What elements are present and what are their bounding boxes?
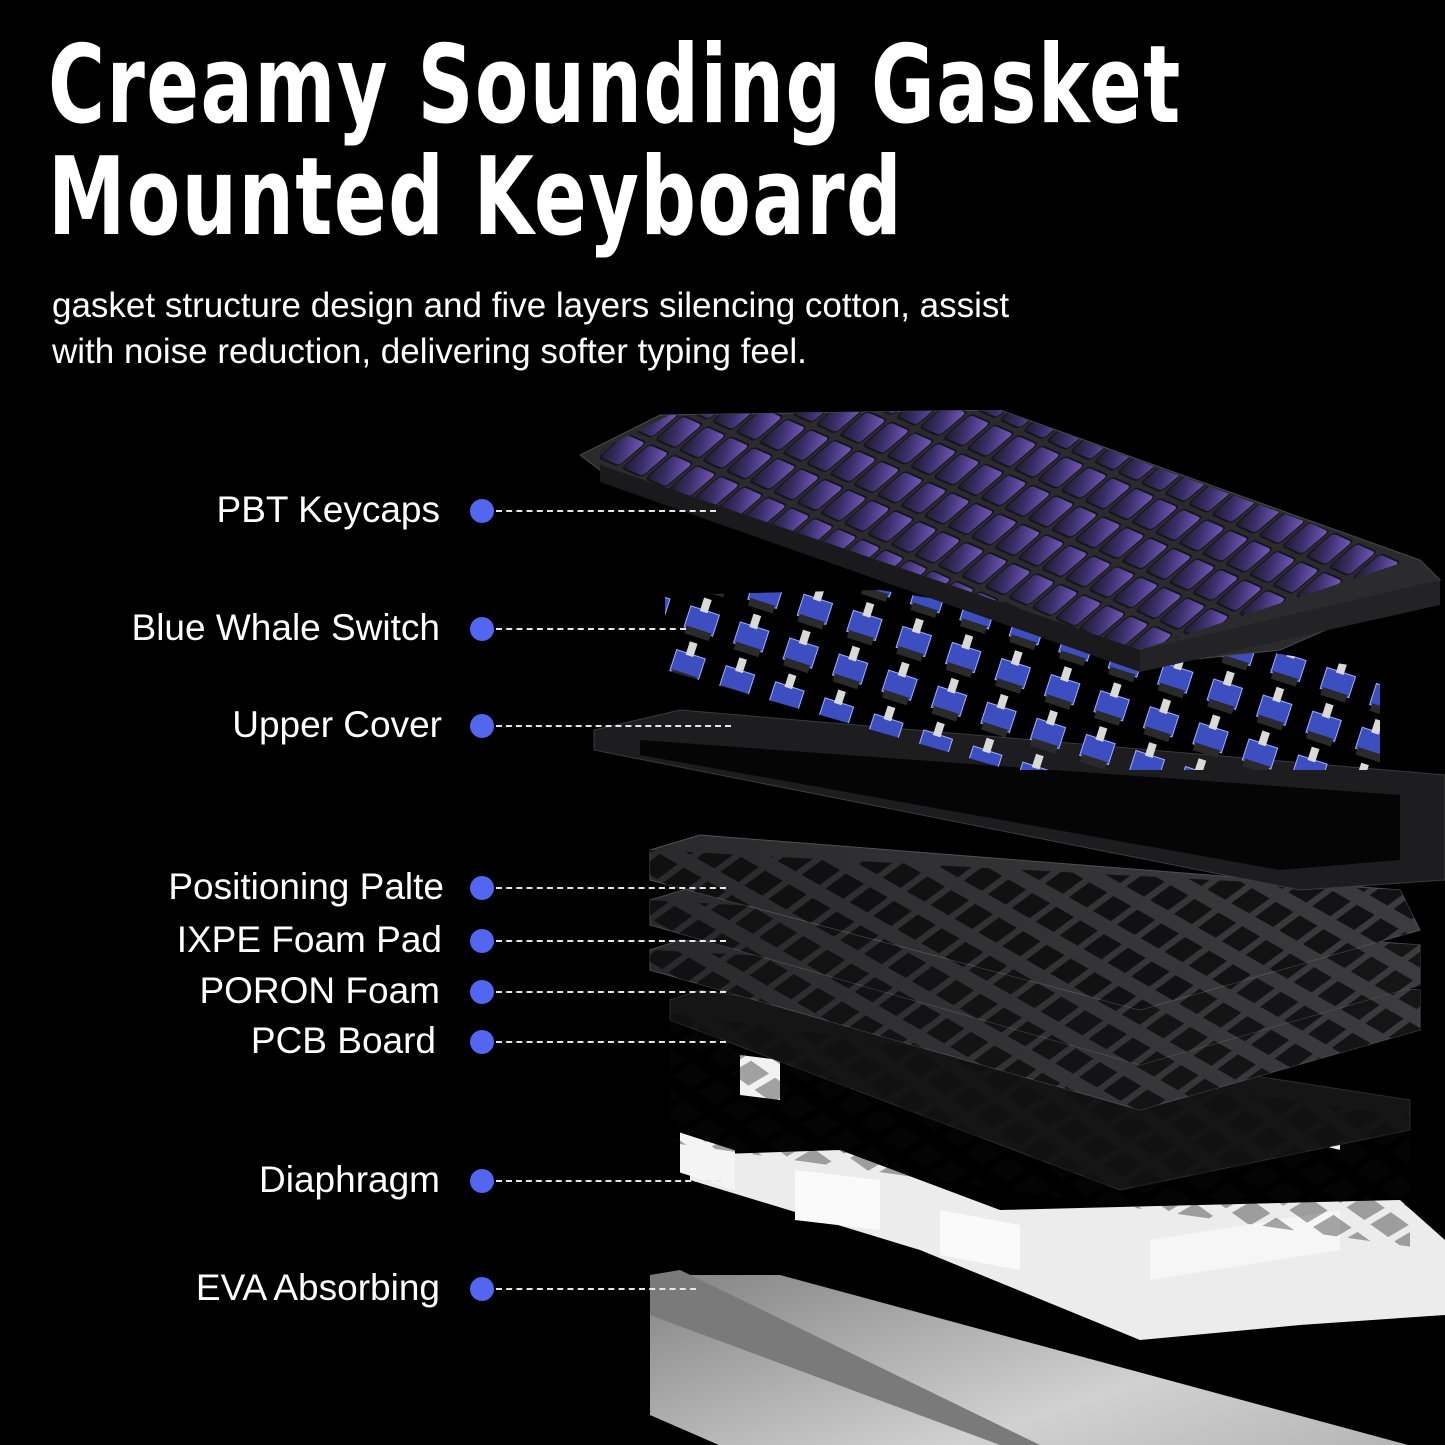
leader-line <box>496 725 731 727</box>
callout-label: Positioning Palte <box>168 866 444 907</box>
leader-line <box>496 991 726 993</box>
callout-label: EVA Absorbing <box>195 1267 440 1308</box>
callout-positioning-plate: Positioning Palte <box>0 867 740 907</box>
leader-line <box>496 887 726 889</box>
callout-diaphragm: Diaphragm <box>0 1160 740 1200</box>
callout-dot-icon <box>470 1169 494 1193</box>
callout-label: PBT Keycaps <box>216 489 440 530</box>
callout-dot-icon <box>470 499 494 523</box>
callout-label: Diaphragm <box>259 1159 440 1200</box>
leader-line <box>496 1180 721 1182</box>
callout-dot-icon <box>470 714 494 738</box>
callout-label: PCB Board <box>250 1020 436 1061</box>
subtitle-line-2: with noise reduction, delivering softer … <box>52 332 807 371</box>
callout-label: Upper Cover <box>232 704 442 745</box>
page-title: Creamy Sounding Gasket Mounted Keyboard <box>48 30 1182 254</box>
callout-label: PORON Foam <box>199 970 440 1011</box>
title-line-1: Creamy Sounding Gasket <box>48 23 1182 148</box>
callout-dot-icon <box>470 980 494 1004</box>
exploded-keyboard-illustration <box>580 410 1445 1445</box>
title-line-2: Mounted Keyboard <box>48 135 904 260</box>
callout-pcb-board: PCB Board <box>0 1021 740 1061</box>
callout-dot-icon <box>470 929 494 953</box>
leader-line <box>496 628 686 630</box>
subtitle-line-1: gasket structure design and five layers … <box>52 286 1010 325</box>
callout-label: IXPE Foam Pad <box>176 919 442 960</box>
keyboard-diagram-icon <box>580 410 1445 1445</box>
callout-dot-icon <box>470 1030 494 1054</box>
callout-dot-icon <box>470 617 494 641</box>
callout-dot-icon <box>470 1277 494 1301</box>
callout-poron-foam: PORON Foam <box>0 971 740 1011</box>
callout-eva-absorbing: EVA Absorbing <box>0 1268 740 1308</box>
subtitle: gasket structure design and five layers … <box>52 283 1302 375</box>
callout-label: Blue Whale Switch <box>131 607 440 648</box>
callout-ixpe-foam-pad: IXPE Foam Pad <box>0 920 740 960</box>
callout-blue-whale-switch: Blue Whale Switch <box>0 608 720 648</box>
leader-line <box>496 1288 696 1290</box>
callout-pbt-keycaps: PBT Keycaps <box>0 490 720 530</box>
leader-line <box>496 1041 726 1043</box>
callout-upper-cover: Upper Cover <box>0 705 740 745</box>
callout-dot-icon <box>470 876 494 900</box>
leader-line <box>496 510 716 512</box>
leader-line <box>496 940 726 942</box>
